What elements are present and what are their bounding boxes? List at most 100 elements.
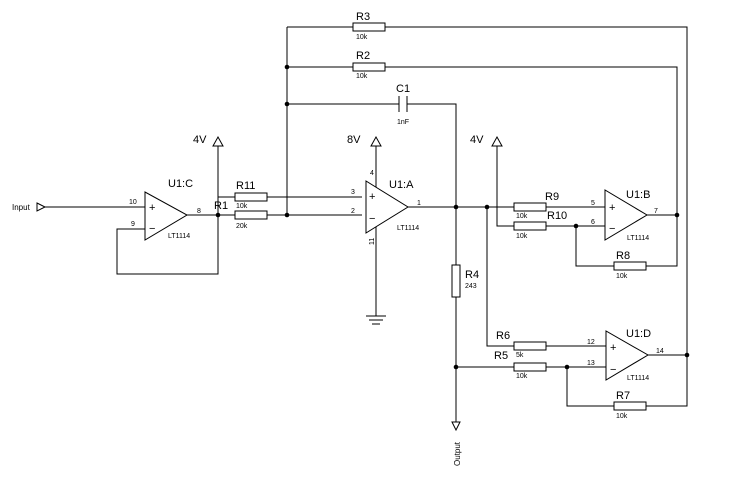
resistor-body-icon: [513, 221, 547, 231]
pin-number: 7: [654, 208, 658, 215]
opamp-triangle-icon: [144, 191, 189, 241]
wire-u1d-feedback: [566, 355, 688, 407]
minus-sign: −: [149, 223, 155, 235]
resistor-body-icon: [352, 62, 386, 72]
resistor-body-icon: [513, 362, 547, 372]
resistor-body-icon: [513, 341, 547, 351]
opamp-ref: U1:A: [389, 179, 414, 191]
pin-number: 2: [351, 208, 355, 215]
resistor-body-icon: [513, 202, 547, 212]
opamp-triangle-icon: [604, 189, 648, 241]
minus-sign: −: [610, 364, 616, 376]
output-port: Output: [451, 421, 462, 466]
resistor-ref: R2: [356, 50, 370, 62]
junction-dot: [284, 212, 290, 218]
junctions: [215, 64, 690, 370]
resistor-body-icon: [234, 210, 268, 220]
resistor-r10: R10 10k: [513, 210, 567, 240]
resistor-r8: R8 10k: [613, 250, 647, 280]
resistor-value: 10k: [236, 203, 248, 210]
opamp-triangle-icon: [605, 330, 649, 381]
pin-number: 9: [131, 221, 135, 228]
opamp-part: LT1114: [627, 375, 649, 382]
output-port-icon: [451, 421, 461, 432]
supply-arrow-icon: [370, 135, 382, 147]
resistor-value: 10k: [356, 73, 368, 80]
resistor-body-icon: [613, 401, 647, 411]
capacitor-ref: C1: [396, 83, 410, 95]
junction-dot: [484, 204, 490, 210]
resistor-body-icon: [613, 261, 647, 271]
pin-number: 5: [591, 200, 595, 207]
capacitor-plates-icon: [398, 96, 408, 112]
resistor-ref: R7: [616, 390, 630, 402]
junction-dot: [573, 223, 579, 229]
resistor-value: 243: [465, 283, 477, 290]
resistor-ref: R4: [465, 269, 479, 281]
resistor-r2: R2 10k: [352, 50, 386, 80]
supply-4v-left: 4V: [193, 134, 224, 147]
junction-dot: [453, 204, 459, 210]
wire-u1c-feedback: [116, 215, 219, 275]
resistor-ref: R1: [214, 200, 228, 212]
wire-4v-right: [496, 146, 514, 227]
junction-dot: [674, 212, 680, 218]
resistor-body-icon: [451, 264, 461, 298]
resistor-value: 5k: [516, 352, 524, 359]
wires: [45, 26, 688, 422]
resistor-r3: R3 10k: [352, 11, 386, 41]
resistor-value: 10k: [516, 213, 528, 220]
plus-sign: +: [369, 191, 375, 203]
pin-number: 14: [656, 348, 664, 355]
opamp-part: LT1114: [627, 235, 649, 242]
resistor-value: 10k: [356, 34, 368, 41]
opamp-u1a: + − U1:A LT1114 3 2 1 4 11: [351, 170, 421, 245]
wire-u1c-out: [187, 196, 235, 216]
resistor-value: 20k: [236, 223, 248, 230]
wire-u1b-feedback: [575, 215, 678, 267]
junction-dot: [284, 101, 290, 107]
resistor-r6: R6 5k: [496, 330, 547, 359]
junction-dot: [453, 364, 459, 370]
opamp-u1d: + − U1:D LT1114 12 13 14: [587, 328, 664, 382]
pin-number: 1: [417, 200, 421, 207]
pin-number: 8: [197, 208, 201, 215]
pin-number: 3: [351, 189, 355, 196]
pin-number: 12: [587, 339, 595, 346]
resistor-ref: R10: [547, 210, 567, 222]
resistor-body-icon: [352, 22, 386, 32]
pin-number: 6: [591, 219, 595, 226]
junction-dot: [284, 64, 290, 70]
supply-4v-right: 4V: [470, 134, 503, 147]
input-port-label: Input: [12, 203, 31, 212]
output-port-label: Output: [453, 441, 462, 466]
resistor-value: 10k: [616, 273, 628, 280]
capacitor-value: 1nF: [397, 119, 409, 126]
pin-number: 11: [369, 238, 376, 245]
resistor-ref: R8: [616, 250, 630, 262]
resistor-value: 10k: [516, 373, 528, 380]
supply-arrow-icon: [491, 135, 503, 147]
resistor-ref: R3: [356, 11, 370, 23]
resistor-r7: R7 10k: [613, 390, 647, 420]
input-port-icon: [36, 202, 47, 212]
wire-r3: [287, 26, 688, 355]
ground-symbol: [366, 315, 386, 325]
pin-number: 10: [129, 199, 137, 206]
resistor-body-icon: [234, 192, 268, 202]
ground-icon: [366, 315, 386, 325]
opamp-part: LT1114: [168, 233, 190, 240]
input-port: Input: [12, 202, 47, 212]
resistor-value: 10k: [616, 413, 628, 420]
supply-label: 8V: [347, 134, 361, 146]
resistor-r1: R1 20k: [214, 200, 268, 230]
supply-8v: 8V: [347, 134, 382, 147]
minus-sign: −: [369, 213, 375, 225]
junction-dot: [215, 212, 221, 218]
resistor-r4: R4 243: [451, 264, 479, 298]
resistor-r9: R9 10k: [513, 191, 559, 220]
plus-sign: +: [610, 342, 616, 354]
supply-label: 4V: [470, 134, 484, 146]
supply-label: 4V: [193, 134, 207, 146]
